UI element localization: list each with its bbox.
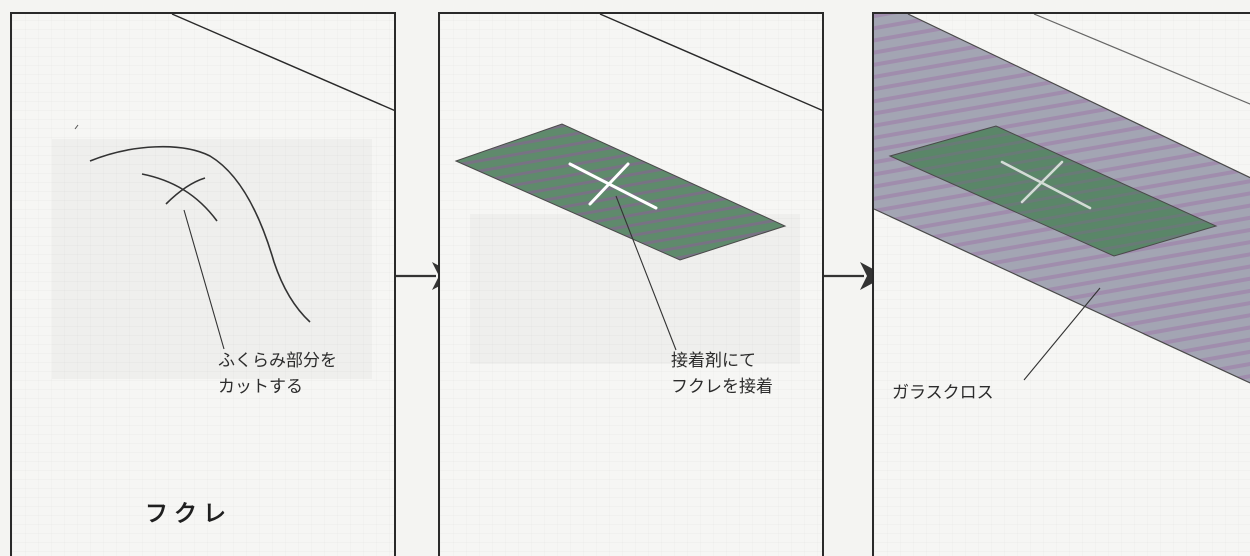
cloth-edge-top bbox=[907, 14, 1250, 179]
step-2-label-line-1: 接着剤にて bbox=[671, 351, 756, 371]
step-1-illustration bbox=[74, 14, 394, 350]
label-leader-line bbox=[615, 195, 677, 351]
blister-outline bbox=[89, 145, 311, 323]
step-3-illustration bbox=[874, 14, 1250, 384]
step-1-title: フクレ bbox=[145, 501, 232, 527]
surface-edge-line bbox=[1033, 14, 1250, 105]
label-leader-line bbox=[1023, 287, 1101, 381]
cloth-edge-bottom bbox=[874, 208, 1250, 384]
step-3-panel: ガラスクロス bbox=[872, 12, 1250, 556]
background-texture bbox=[52, 139, 372, 379]
step-2-panel: 接着剤にて フクレを接着 bbox=[438, 12, 824, 556]
cross-cut-icon bbox=[568, 162, 658, 210]
stray-mark bbox=[74, 124, 79, 130]
adhesive-patch bbox=[888, 125, 1218, 257]
surface-edge-line bbox=[171, 14, 394, 112]
step-1-label-line-2: カットする bbox=[218, 377, 303, 397]
step-2-label-line-2: フクレを接着 bbox=[671, 377, 773, 397]
adhesive-patch bbox=[454, 123, 787, 261]
label-leader-line bbox=[183, 209, 225, 350]
surface-edge-line bbox=[599, 14, 822, 112]
step-2-illustration bbox=[454, 14, 822, 351]
cross-cut-icon bbox=[1000, 160, 1092, 210]
step-1-panel: ふくらみ部分を カットする フクレ bbox=[10, 12, 396, 556]
step-1-label-line-1: ふくらみ部分を bbox=[218, 351, 337, 371]
step-3-label: ガラスクロス bbox=[892, 383, 994, 403]
